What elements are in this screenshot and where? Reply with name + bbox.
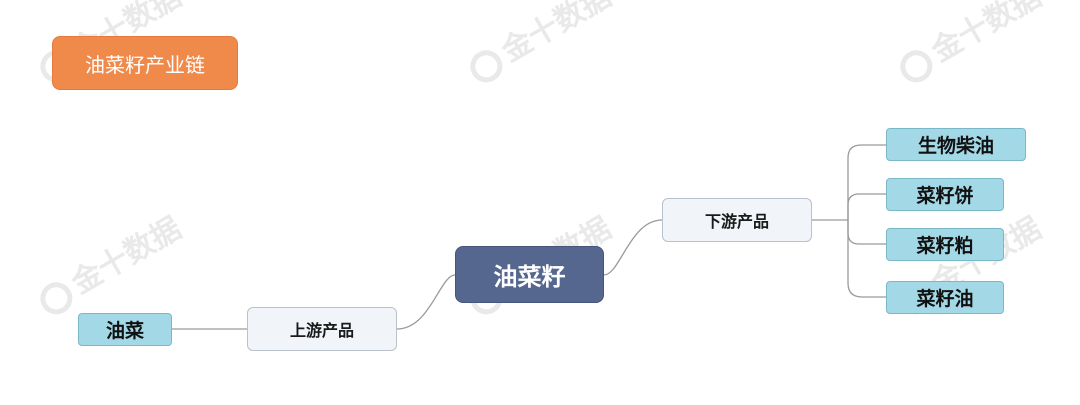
node-rapeseed-meal: 菜籽粕: [886, 228, 1004, 261]
node-rapeseed-plant: 油菜: [78, 313, 172, 346]
node-center-rapeseed: 油菜籽: [455, 246, 604, 303]
node-downstream-products: 下游产品: [662, 198, 812, 242]
link-downstream-to-rapeseed-oil: [847, 220, 886, 298]
diagram-title: 油菜籽产业链: [52, 36, 238, 90]
node-biodiesel: 生物柴油: [886, 128, 1026, 161]
link-downstream-to-rapeseed-cake: [847, 193, 886, 220]
link-downstream-to-biodiesel: [847, 144, 886, 220]
link-downstream-to-rapeseed-meal: [847, 220, 886, 245]
node-rapeseed-cake: 菜籽饼: [886, 178, 1004, 211]
node-rapeseed-oil: 菜籽油: [886, 281, 1004, 314]
node-upstream-products: 上游产品: [247, 307, 397, 351]
link-center-to-downstream: [603, 219, 663, 276]
link-upstream-to-center: [396, 274, 456, 330]
